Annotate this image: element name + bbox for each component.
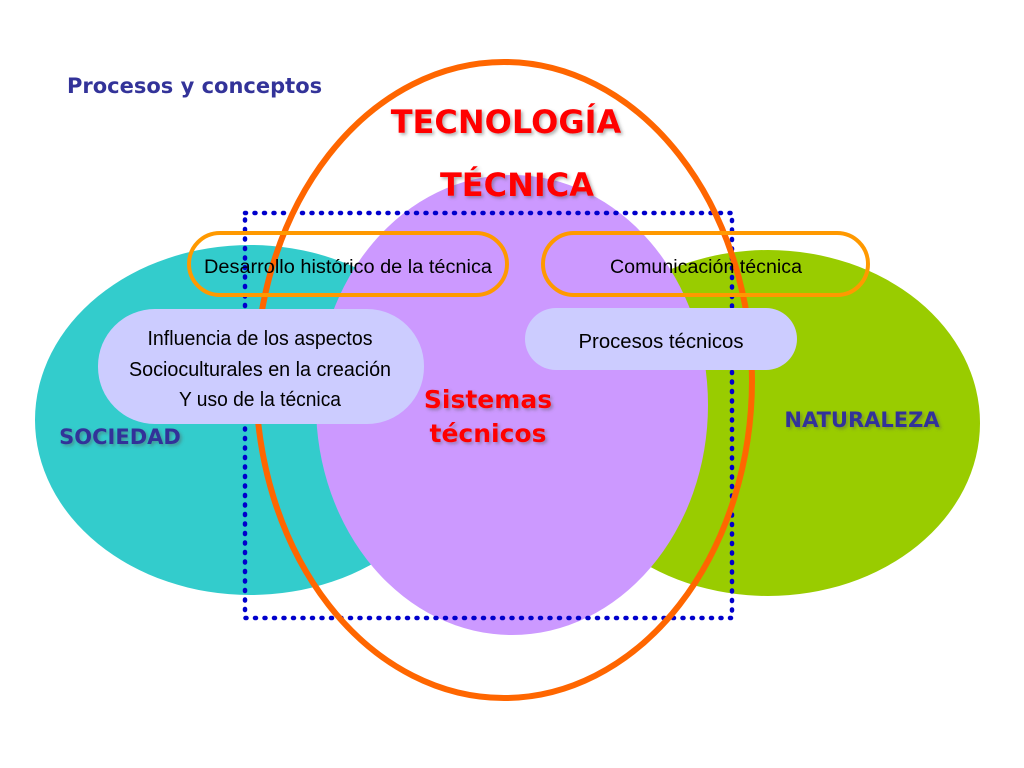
tecnica-label: TÉCNICA <box>440 166 594 204</box>
tecnologia-label: TECNOLOGÍA <box>391 103 622 141</box>
sistemas-label-line1: Sistemas <box>424 385 552 414</box>
comunicacion-pill <box>541 231 870 297</box>
influencia-label-line1: Influencia de los aspectos <box>148 328 373 350</box>
sociedad-label: SOCIEDAD <box>59 425 181 449</box>
influencia-label-line3: Y uso de la técnica <box>179 389 342 411</box>
naturaleza-label: NATURALEZA <box>784 408 940 432</box>
page-title: Procesos y conceptos <box>67 74 322 98</box>
procesos-label: Procesos técnicos <box>579 331 744 353</box>
procesos-pill <box>525 308 797 370</box>
comunicacion-label: Comunicación técnica <box>610 257 802 278</box>
desarrollo-pill <box>187 231 509 297</box>
influencia-pill <box>98 309 424 424</box>
desarrollo-label: Desarrollo histórico de la técnica <box>204 257 492 278</box>
influencia-label-line2: Socioculturales en la creación <box>129 359 391 381</box>
tecnica-ellipse <box>316 175 708 635</box>
sistemas-label-line2: técnicos <box>430 419 547 448</box>
